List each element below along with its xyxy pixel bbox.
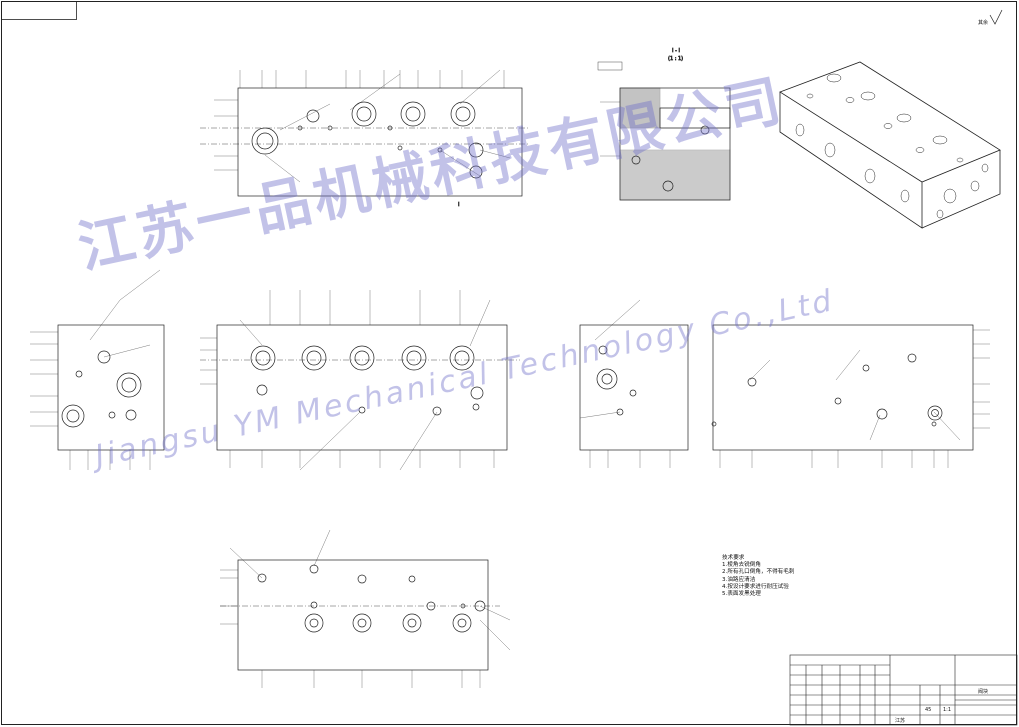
- note-item: 3.油路应清洁: [722, 576, 756, 583]
- view-section-I: I - I (1 : 1): [597, 48, 731, 201]
- corner-box: [1, 1, 77, 20]
- svg-text:(1 : 1): (1 : 1): [668, 56, 683, 62]
- title-block-company: 江苏: [895, 718, 906, 724]
- svg-text:I - I: I - I: [672, 48, 680, 54]
- technical-notes: 技术要求 1.棱角去锐倒角 2.所有孔口倒角，不得有毛刺 3.油路应清洁 4.按…: [722, 555, 794, 598]
- title-block-material: 45: [925, 707, 932, 713]
- view-bottom: [220, 529, 511, 688]
- svg-text:I: I: [458, 202, 459, 208]
- title-block-name: 阀块: [978, 689, 989, 695]
- view-top-plan: I: [200, 69, 530, 208]
- view-isometric: [779, 61, 1001, 229]
- view-left-elevation: [30, 269, 165, 470]
- note-item: 1.棱角去锐倒角: [722, 562, 761, 569]
- view-front-elevation: [200, 290, 520, 471]
- svg-text:其余: 其余: [978, 19, 988, 26]
- view-right-end: [579, 299, 689, 468]
- roughness-symbol: 其余: [978, 9, 1003, 26]
- title-block: [789, 654, 1018, 726]
- note-item: 5.表面发黑处理: [722, 591, 761, 598]
- notes-title: 技术要求: [722, 555, 745, 561]
- note-item: 4.按设计要求进行耐压试验: [722, 583, 789, 590]
- note-item: 2.所有孔口倒角，不得有毛刺: [722, 569, 795, 576]
- view-far-right: [711, 324, 990, 468]
- title-block-scale: 1:1: [943, 707, 952, 713]
